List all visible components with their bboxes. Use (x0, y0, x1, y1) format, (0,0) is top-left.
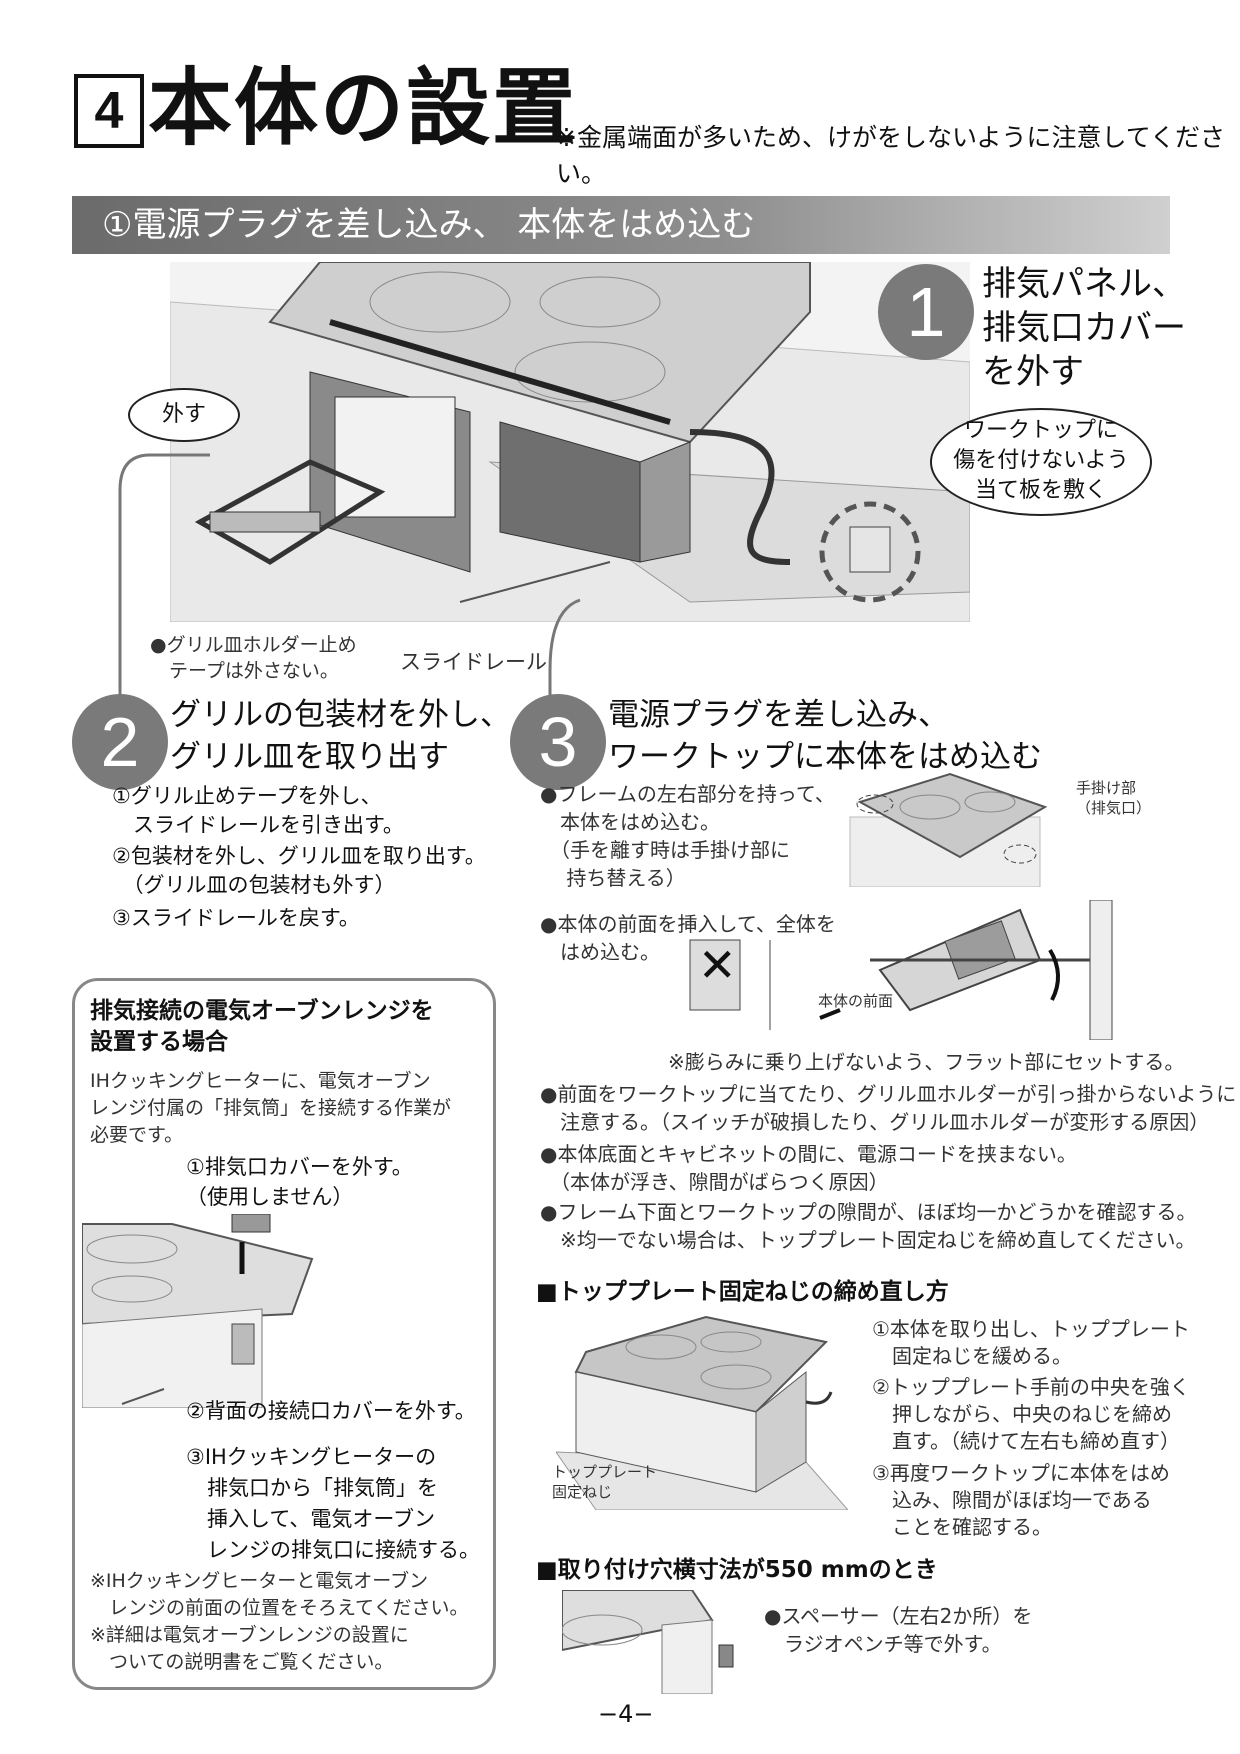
step-number-box: 4 (74, 74, 144, 148)
remove-bubble: 外す (128, 388, 240, 442)
step2-item-3: ③スライドレールを戻す。 (112, 906, 360, 930)
connector-lines (118, 453, 581, 712)
step3-bullet-1: ●前面をワークトップに当てたり、グリル皿ホルダーが引っ掛からないように 注意する… (540, 1082, 1237, 1134)
oven-box-title: 排気接続の電気オーブンレンジを 設置する場合 (90, 998, 434, 1055)
step2-badge: 2 (72, 694, 168, 790)
oven-box-step-1: ①排気口カバーを外す。 （使用しません） (186, 1155, 413, 1209)
step3-bullet-3: ●フレーム下面とワークトップの隙間が、ほぼ均一かどうかを確認する。 ※均一でない… (540, 1200, 1197, 1252)
step3-bullet-2: ●本体底面とキャビネットの間に、電源コードを挟まない。 （本体が浮き、隙間がばら… (540, 1142, 1077, 1194)
screw-label: トッププレート 固定ねじ (552, 1463, 658, 1501)
page-number: −4− (598, 1700, 654, 1728)
exhaust-cover-illustration (82, 1214, 314, 1408)
slide-rail-label: スライドレール (400, 650, 547, 674)
step3-bullet-front: ●本体の前面を挿入して、全体を はめ込む。 (540, 912, 836, 964)
oven-box-notes: ※IHクッキングヒーターと電気オーブン レンジの前面の位置をそろえてください。 … (90, 1570, 469, 1673)
step2-title: グリルの包装材を外し、 グリル皿を取り出す (170, 697, 511, 775)
step3-badge: 3 (510, 694, 606, 790)
step2-item-2: ②包装材を外し、グリル皿を取り出す。 （グリル皿の包装材も外す） (112, 844, 486, 897)
retighten-heading: ■トッププレート固定ねじの締め直し方 (536, 1279, 949, 1305)
oven-box-intro: IHクッキングヒーターに、電気オーブン レンジ付属の「排気筒」を接続する作業が … (90, 1070, 452, 1146)
cooktop-lift-illustration (849, 772, 1048, 887)
width550-text: ●スペーサー（左右2か所）を ラジオペンチ等で外す。 (764, 1604, 1033, 1656)
flat-note: ※膨らみに乗り上げないよう、フラット部にセットする。 (668, 1050, 1185, 1074)
section-header: ①電源プラグを差し込み、 本体をはめ込む (72, 196, 1170, 254)
oven-box-step-2: ②背面の接続口カバーを外す。 (186, 1399, 476, 1423)
step3-bullet-frame: ●フレームの左右部分を持って、 本体をはめ込む。 （手を離す時は手掛け部に 持ち… (540, 782, 835, 890)
retighten-illustration (556, 1315, 848, 1510)
front-label: 本体の前面 (818, 992, 894, 1010)
safety-warning: ※金属端面が多いため、けがをしないように注意してください。 (556, 123, 1225, 188)
section-title: ①電源プラグを差し込み、 本体をはめ込む (102, 205, 756, 245)
retighten-step-3: ③再度ワークトップに本体をはめ 込み、隙間がほぼ均一である ことを確認する。 (872, 1461, 1170, 1539)
step3-title: 電源プラグを差し込み、 ワークトップに本体をはめ込む (608, 697, 1042, 775)
spacer-illustration (562, 1590, 734, 1694)
oven-box-step-3: ③IHクッキングヒーターの 排気口から「排気筒」を 挿入して、電気オーブン レン… (186, 1445, 480, 1562)
step2-item-1: ①グリル止めテープを外し、 スライドレールを引き出す。 (112, 784, 404, 837)
main-installation-illustration (170, 262, 970, 622)
oven-connection-box (72, 978, 496, 1690)
retighten-step-2: ②トッププレート手前の中央を強く 押しながら、中央のねじを締め 直す。（続けて左… (872, 1375, 1190, 1453)
width550-heading: ■取り付け穴横寸法が550 mmのとき (536, 1557, 938, 1583)
cross-mark: ✕ (698, 938, 737, 992)
step1-badge: 1 (878, 264, 974, 360)
retighten-step-1: ①本体を取り出し、トッププレート 固定ねじを緩める。 (872, 1317, 1190, 1368)
step1-text: 排気パネル、 排気口カバー を外す (982, 264, 1186, 392)
grill-tape-note: ●グリル皿ホルダー止め テープは外さない。 (150, 634, 357, 682)
front-insert-illustration (689, 900, 1113, 1040)
page-title: 本体の設置 (148, 59, 579, 157)
protect-worktop-bubble: ワークトップに 傷を付けないよう 当て板を敷く (930, 408, 1152, 516)
handle-label: 手掛け部 （排気口） (1076, 779, 1152, 817)
